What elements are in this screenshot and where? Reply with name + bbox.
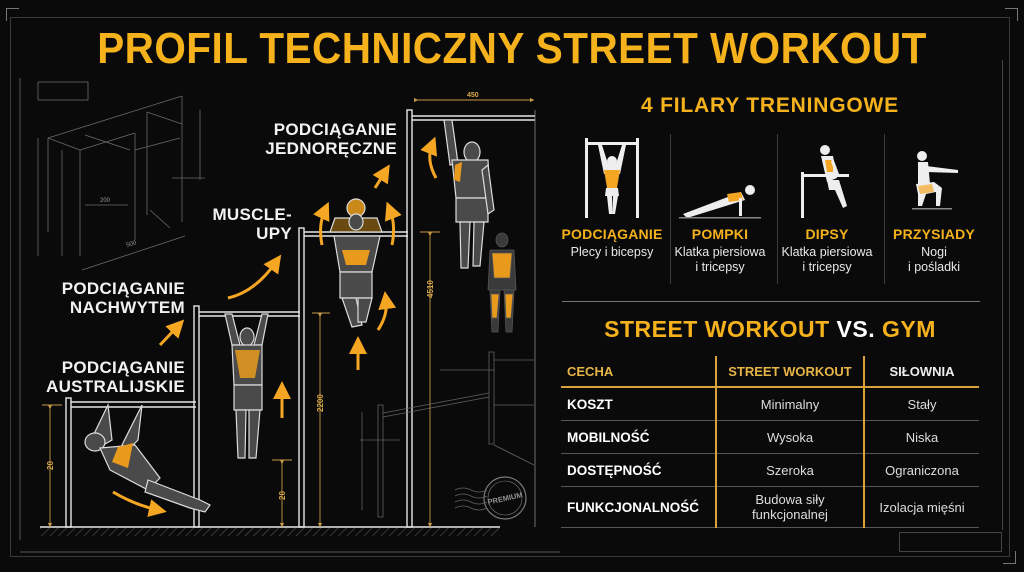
dim-low-bar: 20 bbox=[46, 461, 55, 470]
dim-step: 20 bbox=[278, 491, 287, 500]
label-australian: PODCIĄGANIE AUSTRALIJSKIE bbox=[46, 358, 185, 396]
comparison-title: STREET WORKOUT VS. GYM bbox=[604, 316, 936, 342]
corner-mark bbox=[1003, 551, 1016, 564]
pillar-name: PODCIĄGANIE bbox=[561, 226, 663, 242]
progression-diagram: 200 500 20 20 2200 bbox=[19, 78, 560, 553]
svg-text:PREMIUM: PREMIUM bbox=[487, 490, 524, 506]
dim-mid-bar: 2200 bbox=[316, 394, 325, 412]
table-row: DOSTĘPNOŚĆ Szeroka Ograniczona bbox=[561, 453, 979, 487]
figure-overhand bbox=[224, 313, 269, 459]
blueprint-frame bbox=[10, 17, 1010, 557]
pillar-squats: PRZYSIADY Nogi i pośladki bbox=[882, 130, 986, 275]
divider bbox=[670, 134, 671, 284]
pillar-desc: Klatka piersiowa i tricepsy bbox=[674, 245, 766, 274]
figure-australian bbox=[84, 402, 211, 513]
title-block bbox=[899, 532, 1002, 552]
comparison-table: CECHA STREET WORKOUT SIŁOWNIA KOSZT Mini… bbox=[561, 356, 979, 528]
divider bbox=[777, 134, 778, 284]
dim-frame-depth: 500 bbox=[126, 240, 138, 249]
pillar-name: PRZYSIADY bbox=[893, 226, 975, 242]
figure-muscle-up bbox=[329, 198, 383, 328]
pillars-title: 4 FILARY TRENINGOWE bbox=[641, 94, 899, 117]
label-one-arm: PODCIĄGANIE JEDNORĘCZNE bbox=[265, 120, 397, 158]
right-panel-border bbox=[1002, 60, 1003, 530]
section-divider bbox=[562, 301, 980, 302]
table-row: FUNKCJONALNOŚĆ Budowa siły funkcjonalnej… bbox=[561, 486, 979, 528]
dim-top-width: 450 bbox=[467, 92, 479, 99]
dim-frame-width: 200 bbox=[100, 198, 111, 204]
page-title: PROFIL TECHNICZNY STREET WORKOUT bbox=[97, 24, 927, 73]
pillar-pushup: POMPKI Klatka piersiowa i tricepsy bbox=[668, 130, 772, 275]
push-up-icon bbox=[668, 130, 772, 220]
progression-arrows bbox=[112, 136, 438, 517]
pillar-desc: Nogi i pośladki bbox=[907, 245, 961, 274]
figure-anatomy bbox=[487, 232, 517, 333]
header-feature: CECHA bbox=[567, 363, 614, 379]
pillar-pullup: PODCIĄGANIE Plecy i bicepsy bbox=[560, 130, 664, 260]
squat-icon bbox=[882, 130, 986, 220]
pillar-name: DIPSY bbox=[805, 226, 849, 242]
table-row: KOSZT Minimalny Stały bbox=[561, 387, 979, 421]
table-header-row: CECHA STREET WORKOUT SIŁOWNIA bbox=[561, 356, 979, 387]
pillar-name: POMPKI bbox=[691, 226, 749, 242]
frame-sketch bbox=[19, 78, 205, 540]
pillar-desc: Klatka piersiowa i tricepsy bbox=[781, 245, 873, 274]
label-overhand: PODCIĄGANIE NACHWYTEM bbox=[61, 279, 185, 317]
pillar-dips: DIPSY Klatka piersiowa i tricepsy bbox=[775, 130, 879, 275]
figure-one-arm bbox=[443, 119, 495, 269]
pillar-desc: Plecy i bicepsy bbox=[570, 245, 654, 259]
pull-up-icon bbox=[560, 130, 664, 220]
label-muscle-up: MUSCLE-UPY bbox=[212, 205, 292, 243]
table-row: MOBILNOŚĆ Wysoka Niska bbox=[561, 420, 979, 454]
header-gym: SIŁOWNIA bbox=[889, 363, 955, 379]
header-street: STREET WORKOUT bbox=[715, 356, 865, 387]
dim-tall-bar: 4510 bbox=[426, 280, 435, 298]
corner-mark bbox=[1005, 8, 1018, 21]
divider bbox=[884, 134, 885, 284]
corner-mark bbox=[6, 8, 19, 21]
dip-icon bbox=[775, 130, 879, 220]
premium-stamp: PREMIUM bbox=[454, 476, 527, 520]
